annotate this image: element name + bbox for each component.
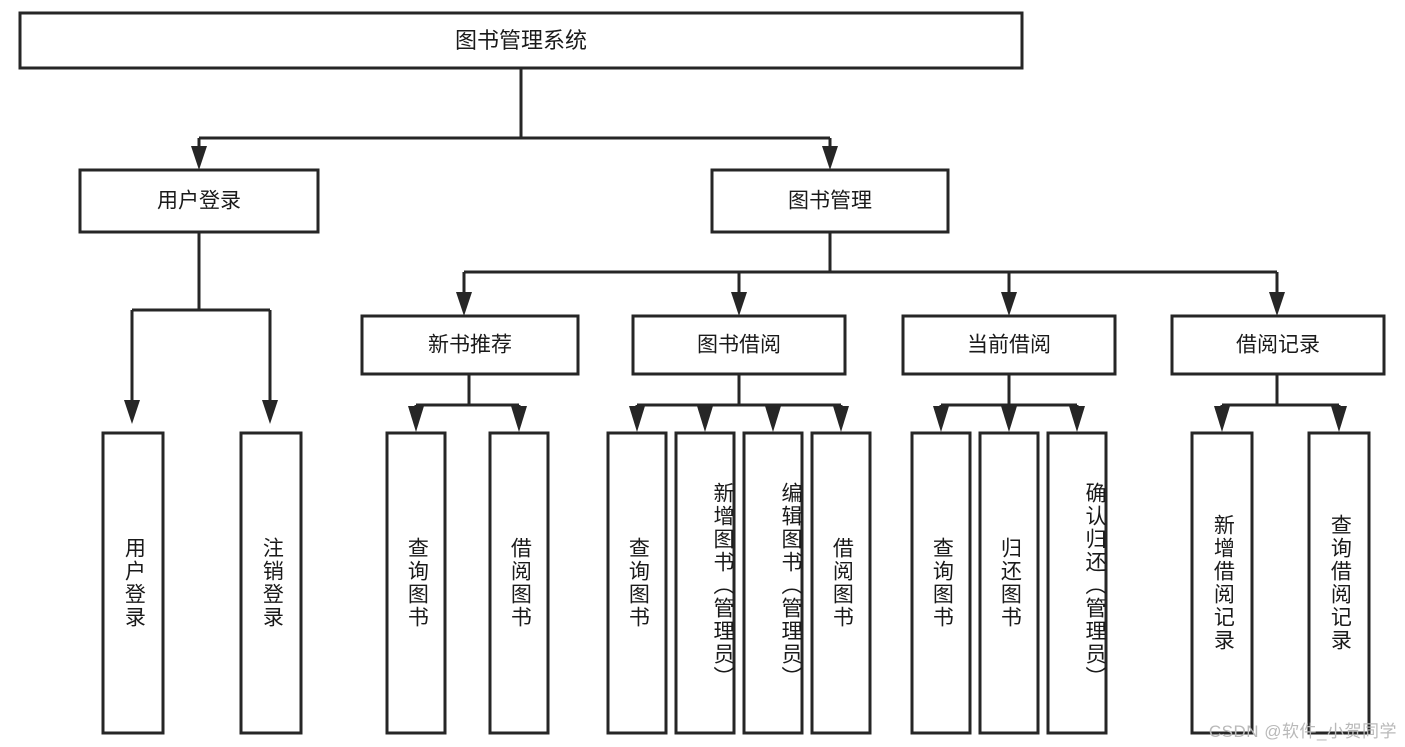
node-book-borrow-rect[interactable]	[631, 314, 847, 376]
node-leaf-add-record-rect[interactable]	[1190, 431, 1254, 735]
node-new-book-rec-label: 新书推荐	[428, 334, 512, 357]
arrowhead-current-borrow	[1001, 292, 1017, 316]
arrowhead-new-book-rec	[456, 292, 472, 316]
arrowhead-book-borrow	[731, 292, 747, 316]
node-user-login-rect[interactable]	[78, 168, 320, 234]
edge-group-root	[191, 68, 838, 170]
node-book-borrow-label: 图书借阅	[697, 334, 781, 357]
edge-group-current-borrow	[933, 374, 1085, 432]
node-leaf-query-record-rect[interactable]	[1307, 431, 1371, 735]
node-root-label: 图书管理系统	[455, 28, 587, 53]
arrowhead-leaf-query-book-1	[408, 406, 424, 432]
node-new-book-rec-rect[interactable]	[360, 314, 580, 376]
node-user-login-label: 用户登录	[157, 190, 241, 213]
node-user-login[interactable]: 用户登录	[78, 168, 320, 234]
node-leaf-borrow-book-2-rect[interactable]	[810, 431, 872, 735]
node-borrow-record[interactable]: 借阅记录	[1170, 314, 1386, 376]
node-leaf-query-book-3-rect[interactable]	[910, 431, 972, 735]
node-leaf-confirm-return-rect[interactable]	[1046, 431, 1108, 735]
node-leaf-query-book-2-rect[interactable]	[606, 431, 668, 735]
arrowhead-leaf-confirm-return	[1069, 406, 1085, 432]
node-leaf-query-book-1-rect[interactable]	[385, 431, 447, 735]
node-new-book-rec[interactable]: 新书推荐	[360, 314, 580, 376]
arrowhead-borrow-record	[1269, 292, 1285, 316]
node-current-borrow-rect[interactable]	[901, 314, 1117, 376]
arrowhead-leaf-borrow-book-2	[833, 406, 849, 432]
arrowhead-leaf-query-book-3	[933, 406, 949, 432]
arrowhead-leaf-borrow-book-1	[511, 406, 527, 432]
edge-group-user-login	[124, 232, 278, 424]
arrowhead-leaf-query-record	[1331, 406, 1347, 432]
node-leaf-logout-rect[interactable]	[239, 431, 303, 735]
node-book-manage-rect[interactable]	[710, 168, 950, 234]
arrowhead-leaf-return-book	[1001, 406, 1017, 432]
node-book-manage-label: 图书管理	[788, 190, 872, 213]
arrowhead-user-login	[191, 146, 207, 170]
node-leaf-borrow-book-1-rect[interactable]	[488, 431, 550, 735]
node-current-borrow-label: 当前借阅	[967, 334, 1051, 357]
node-leaf-edit-book-rect[interactable]	[742, 431, 804, 735]
edge-group-book-borrow	[629, 374, 849, 432]
node-book-manage[interactable]: 图书管理	[710, 168, 950, 234]
edge-group-new-book-rec	[408, 374, 527, 432]
node-leaf-user-login-rect[interactable]	[101, 431, 165, 735]
node-leaf-add-book-rect[interactable]	[674, 431, 736, 735]
arrowhead-book-manage	[822, 146, 838, 170]
node-root[interactable]: 图书管理系统	[18, 11, 1024, 70]
node-borrow-record-rect[interactable]	[1170, 314, 1386, 376]
node-book-borrow[interactable]: 图书借阅	[631, 314, 847, 376]
arrowhead-leaf-add-book	[697, 406, 713, 432]
node-leaf-return-book-rect[interactable]	[978, 431, 1040, 735]
node-current-borrow[interactable]: 当前借阅	[901, 314, 1117, 376]
arrowhead-leaf-query-book-2	[629, 406, 645, 432]
arrowhead-leaf-logout	[262, 400, 278, 424]
edge-group-book-manage	[456, 232, 1285, 316]
csdn-watermark: CSDN @软件_小贺同学	[1208, 722, 1397, 741]
arrowhead-leaf-user-login	[124, 400, 140, 424]
node-borrow-record-label: 借阅记录	[1236, 334, 1320, 357]
arrowhead-leaf-add-record	[1214, 406, 1230, 432]
node-root-rect[interactable]	[18, 11, 1024, 70]
arrowhead-leaf-edit-book	[765, 406, 781, 432]
edge-group-borrow-record	[1214, 374, 1347, 432]
